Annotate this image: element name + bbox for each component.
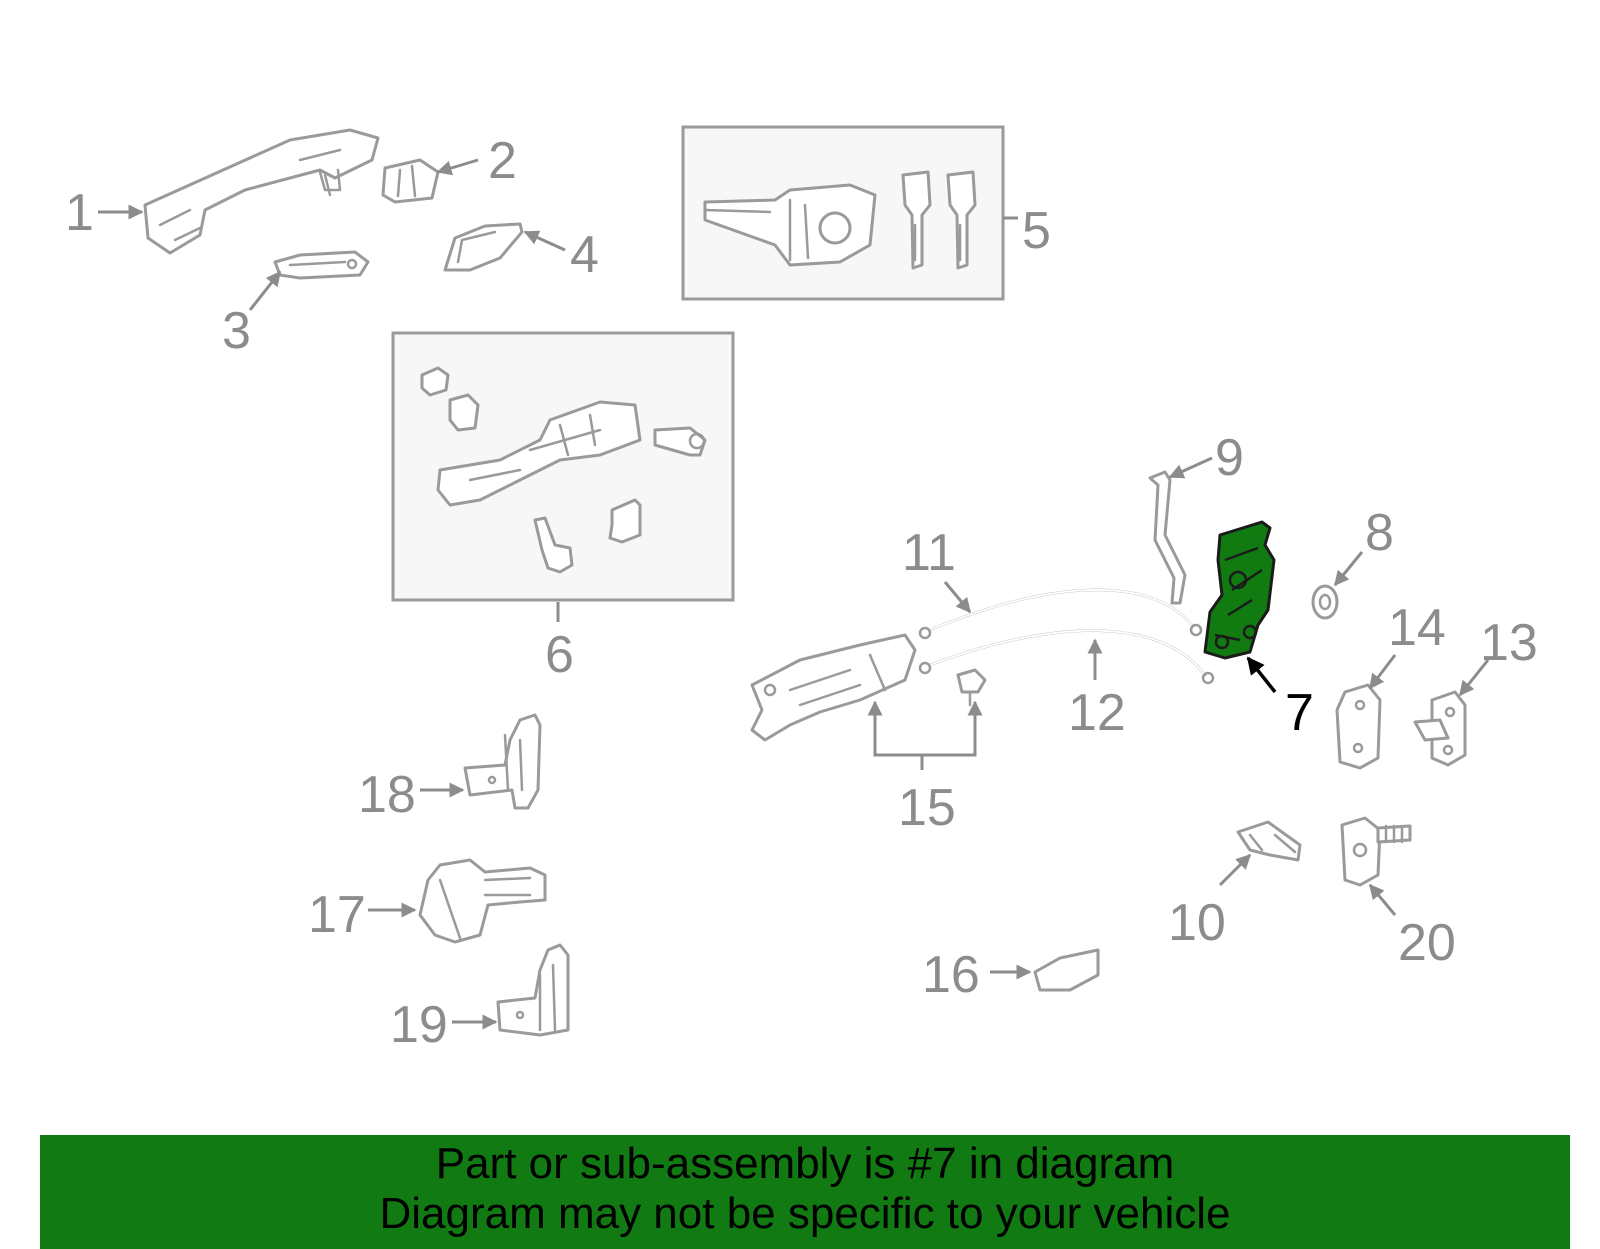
part-6-label: 6: [545, 626, 574, 684]
part-14-leader: [1368, 654, 1397, 690]
part-6-lock-assembly[interactable]: [420, 366, 707, 574]
part-9-leader: [1168, 456, 1213, 479]
part-15-bracket: [873, 705, 977, 757]
part-11-cable[interactable]: [918, 588, 1203, 640]
part-20-bolt[interactable]: [1340, 816, 1412, 887]
part-7-leader: [1246, 656, 1277, 694]
part-10-leader: [1218, 853, 1252, 887]
part-2-label: 2: [488, 132, 517, 190]
part-3-leader: [248, 270, 282, 311]
part-3-gasket[interactable]: [273, 250, 370, 280]
part-19-label: 19: [390, 996, 448, 1054]
part-18-upper-hinge[interactable]: [463, 713, 542, 810]
part-13-striker[interactable]: [1413, 690, 1467, 767]
part-11-label: 11: [902, 524, 956, 582]
part-19-lower-hinge[interactable]: [496, 943, 570, 1037]
part-12-label: 12: [1068, 684, 1126, 742]
part-16-label: 16: [922, 946, 980, 1004]
part-2-cap[interactable]: [381, 158, 440, 204]
info-banner: Part or sub-assembly is #7 in diagram Di…: [40, 1135, 1570, 1249]
part-15-label: 15: [898, 779, 956, 837]
part-18-label: 18: [358, 766, 416, 824]
part-5-keys[interactable]: [901, 170, 977, 270]
part-14-label: 14: [1388, 599, 1446, 657]
part-9-rod[interactable]: [1148, 470, 1187, 605]
part-10-label: 10: [1168, 894, 1226, 952]
part-4-pad[interactable]: [443, 222, 524, 272]
part-11-leader: [943, 581, 972, 614]
part-20-label: 20: [1398, 914, 1456, 972]
part-10-bracket[interactable]: [1236, 820, 1302, 862]
part-16-pad[interactable]: [1033, 948, 1100, 992]
part-17-label: 17: [308, 886, 366, 944]
part-3-label: 3: [222, 302, 251, 360]
part-5-label: 5: [1022, 202, 1051, 260]
part-15-clip[interactable]: [956, 668, 987, 707]
part-13-leader: [1458, 659, 1490, 697]
part-2-leader: [436, 158, 479, 176]
part-20-leader: [1368, 883, 1397, 916]
part-15-inside-handle[interactable]: [750, 633, 917, 742]
part-4-leader: [523, 230, 566, 252]
part-7-label: 7: [1285, 684, 1314, 742]
banner-line-part: Part or sub-assembly is #7 in diagram: [435, 1139, 1175, 1188]
part-17-door-check[interactable]: [418, 858, 547, 944]
part-12-cable[interactable]: [918, 629, 1215, 685]
part-8-leader: [1333, 551, 1364, 587]
part-1-outside-handle-frame[interactable]: [143, 128, 380, 255]
part-4-label: 4: [570, 226, 599, 284]
part-7-door-lock-highlighted[interactable]: [1203, 520, 1276, 660]
banner-line-disclaimer: Diagram may not be specific to your vehi…: [379, 1189, 1231, 1238]
part-14-striker-cover[interactable]: [1335, 683, 1382, 770]
part-8-washer[interactable]: [1311, 584, 1339, 620]
part-13-label: 13: [1480, 614, 1538, 672]
part-9-label: 9: [1215, 429, 1244, 487]
part-8-label: 8: [1365, 504, 1394, 562]
part-1-label: 1: [65, 184, 94, 242]
part-5-lock-cylinder-set[interactable]: [703, 183, 877, 267]
